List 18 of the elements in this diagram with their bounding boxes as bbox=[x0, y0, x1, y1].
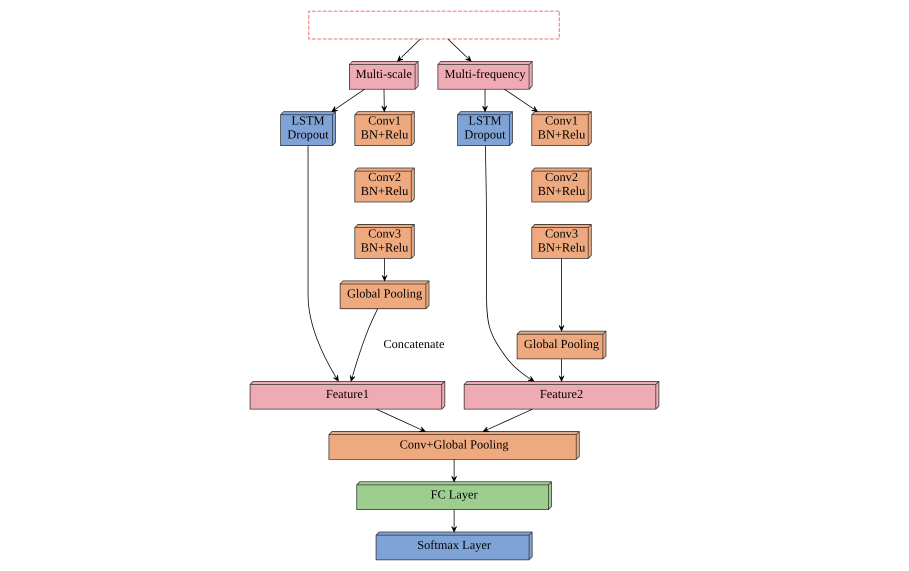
arrow bbox=[397, 38, 421, 62]
arrow bbox=[485, 146, 534, 382]
arrow bbox=[382, 258, 388, 282]
arrow bbox=[350, 308, 378, 382]
arrow bbox=[448, 38, 472, 62]
arrow bbox=[376, 408, 426, 432]
arrow bbox=[482, 89, 488, 112]
label: Concatenate bbox=[383, 336, 444, 351]
arrow bbox=[308, 146, 339, 382]
arrow bbox=[332, 88, 365, 112]
node-box bbox=[308, 10, 560, 40]
arrow bbox=[381, 89, 388, 112]
arrow bbox=[504, 88, 538, 112]
arrow bbox=[451, 509, 457, 532]
arrow bbox=[558, 358, 564, 382]
arrow bbox=[451, 459, 457, 482]
arrow bbox=[482, 408, 533, 432]
arrow bbox=[558, 258, 564, 332]
